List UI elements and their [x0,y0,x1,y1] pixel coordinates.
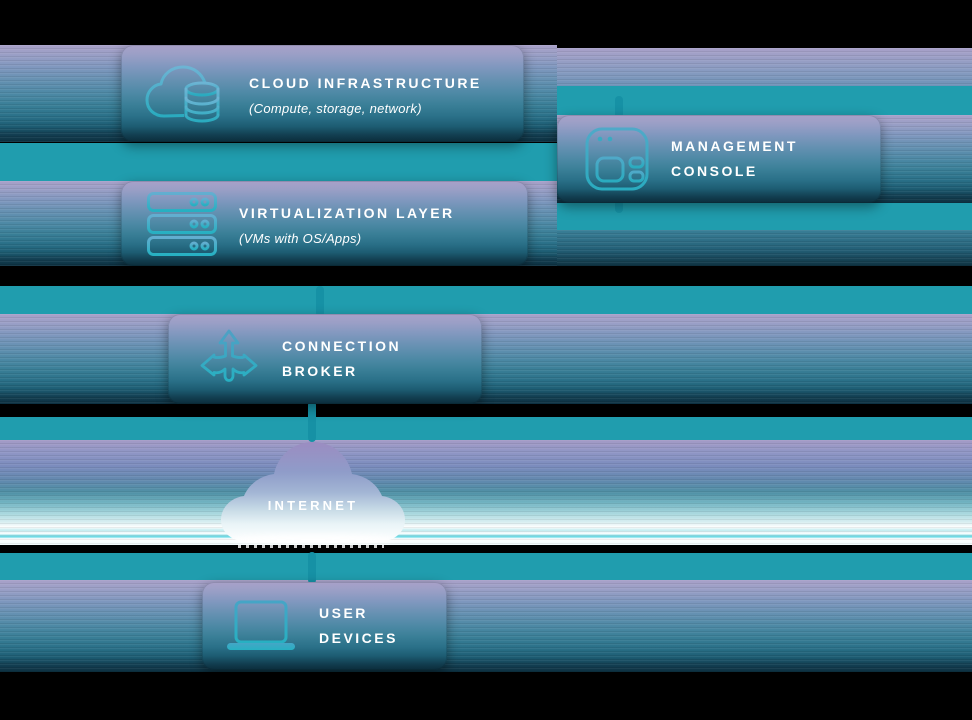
background-band-teal-6 [0,553,972,580]
background-band-teal-4 [0,286,972,314]
three-way-arrow-icon [200,329,258,382]
connector-broker-internet [308,401,316,442]
node-title: INTERNET [267,498,359,513]
connector-internet-devices [308,552,316,584]
background-band-teal-2 [557,86,972,115]
cloud-database-icon [145,65,221,122]
laptop-icon [227,600,295,650]
node-internet: INTERNET [218,439,408,545]
connector-virtualization-broker [316,286,324,317]
background-band-right-dark [557,230,972,266]
background-band-internet-row [0,440,972,545]
cloud-grain-edge [238,545,384,548]
node-subtitle: (VMs with OS/Apps) [239,231,362,246]
node-title: CLOUD INFRASTRUCTURE [249,75,482,91]
app-window-icon [585,127,649,191]
node-title: VIRTUALIZATION LAYER [239,205,455,221]
node-cloud-infrastructure: CLOUD INFRASTRUCTURE (Compute, storage, … [121,45,524,142]
server-stack-icon [147,191,217,256]
node-title: CONNECTION BROKER [282,338,408,379]
background-band-devices-row [0,580,972,672]
node-virtualization-layer: VIRTUALIZATION LAYER (VMs with OS/Apps) [121,181,528,266]
background-band-teal-5 [0,417,972,440]
node-connection-broker: CONNECTION BROKER [168,314,482,404]
background-band-right-top [557,48,972,86]
cloud-shape [221,442,405,545]
background-band-broker-row [0,314,972,404]
node-title: USER DEVICES [319,605,398,646]
background-band-teal-1 [0,143,557,181]
node-user-devices: USER DEVICES [202,582,447,670]
connector-management-bottom [615,200,623,213]
background-band-teal-3 [557,203,972,230]
node-management-console: MANAGEMENT CONSOLE [557,115,881,203]
node-subtitle: (Compute, storage, network) [249,101,422,116]
connector-management-top [615,96,623,120]
node-title: MANAGEMENT CONSOLE [671,138,805,179]
